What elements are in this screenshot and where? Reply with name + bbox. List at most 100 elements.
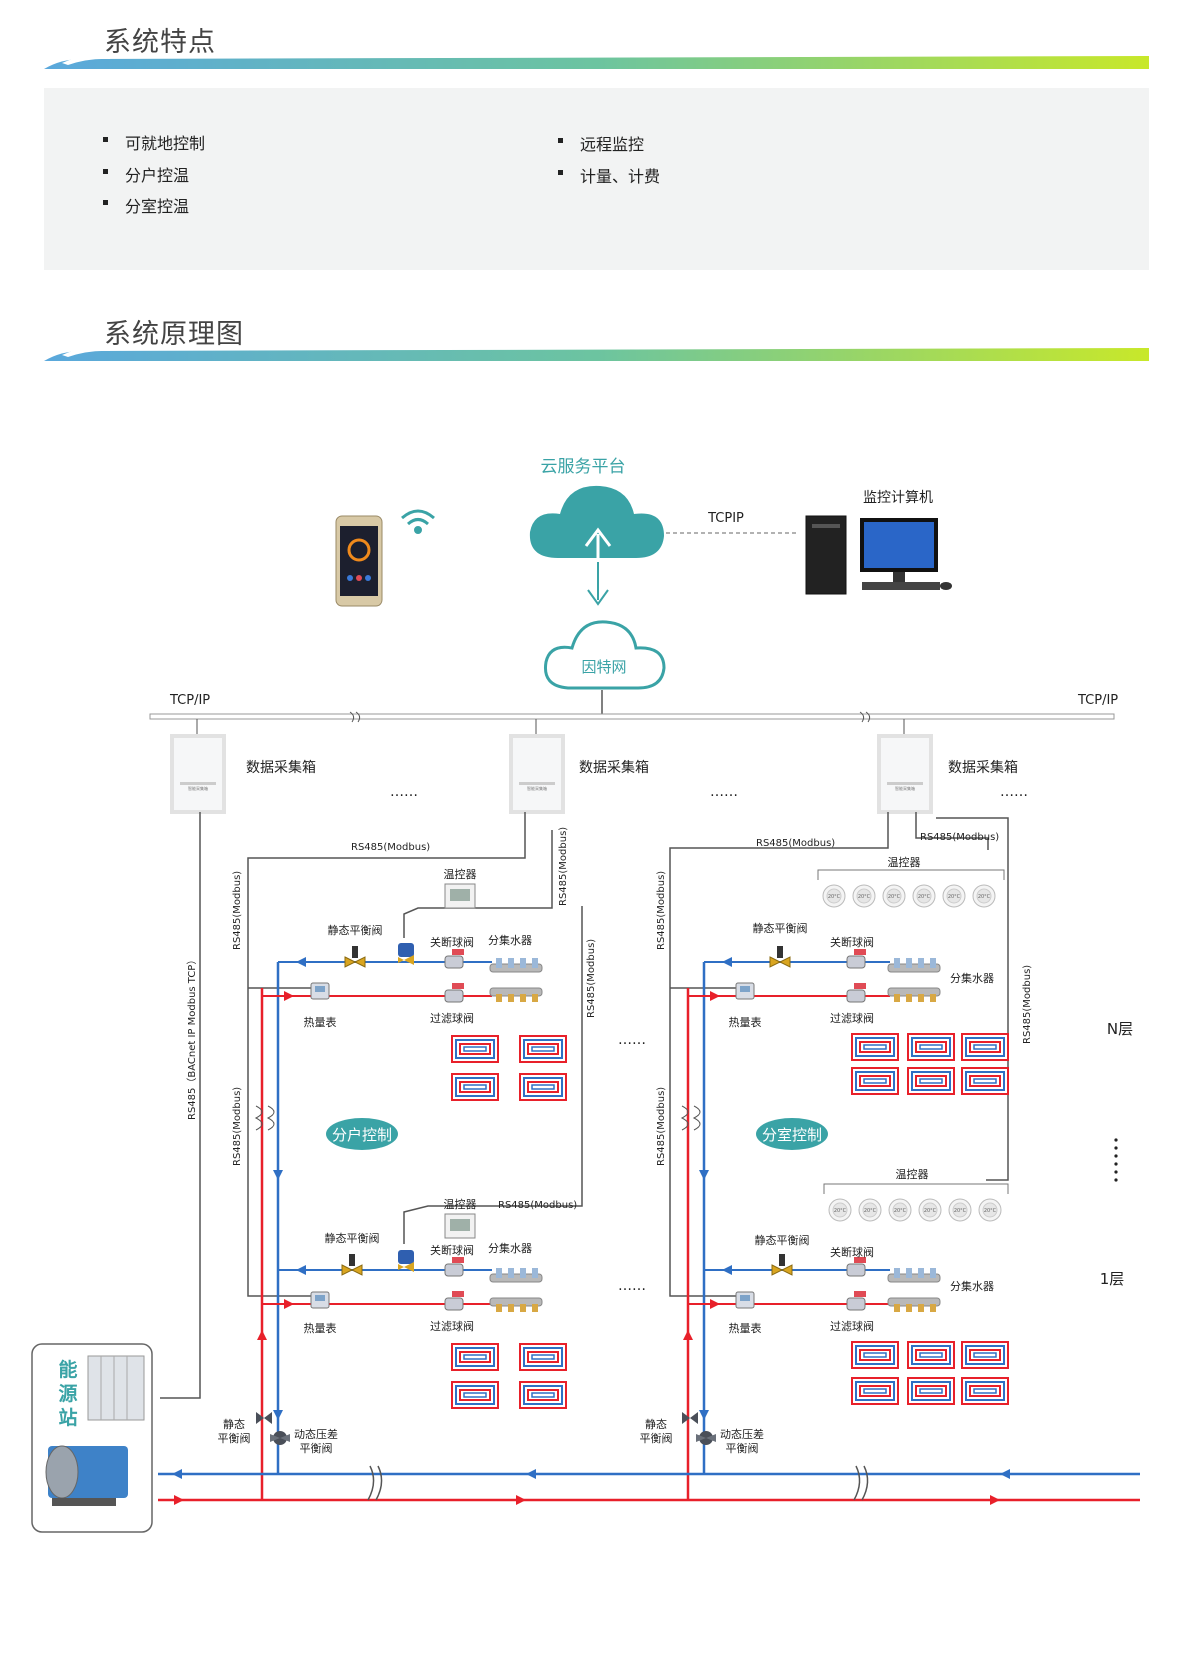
svg-text:20°C: 20°C [834, 1208, 847, 1214]
dynamic-dp-valve-icon [696, 1431, 716, 1445]
feature-item: 分室控温 [102, 193, 189, 217]
static-balance-valve-icon [344, 945, 366, 968]
features-title: 系统特点 [104, 27, 216, 58]
shutoff-valve-icon [846, 948, 867, 969]
features-panel: 可就地控制 分户控温 分室控温 远程监控 计量、计费 [44, 88, 1149, 270]
heat-meter-icon [735, 1291, 755, 1309]
thermostat-row [828, 1198, 1002, 1222]
heat-meter-label: 热量表 [729, 1321, 762, 1335]
thermostat-label: 温控器 [444, 1197, 477, 1211]
floor-heating-coil-icon [851, 1341, 1009, 1405]
floor-heating-coil-icon [451, 1035, 567, 1101]
svg-text:20°C: 20°C [984, 1208, 997, 1214]
floor-heating-coil-icon [851, 1033, 1009, 1095]
svg-text:20°C: 20°C [888, 894, 901, 900]
heat-meter-label: 热量表 [304, 1015, 337, 1029]
tcpip-label: TCPIP [707, 511, 744, 526]
features-header: 系统特点 [44, 20, 1149, 69]
static-balance-label: 静态平衡阀 [755, 1233, 810, 1247]
electric-valve-icon [398, 1250, 414, 1272]
static-valve-label: 静态 [223, 1417, 245, 1431]
filter-valve-label: 过滤球阀 [430, 1011, 474, 1025]
dynamic-valve-label: 动态压差 [294, 1427, 338, 1441]
dynamic-valve-label: 平衡阀 [726, 1441, 759, 1455]
ellipsis: …… [618, 1032, 646, 1048]
data-box-icon: 智能采集箱 [509, 734, 565, 814]
ellipsis: …… [618, 1278, 646, 1294]
n-floor-label: N层 [1107, 1020, 1133, 1038]
rs485-label: RS485(Modbus) [498, 1200, 577, 1211]
shutoff-valve-icon [444, 948, 465, 969]
thermostat-label: 温控器 [888, 855, 921, 869]
rs485-label: RS485(Modbus) [656, 1087, 667, 1166]
energy-station-char: 站 [58, 1406, 77, 1429]
static-balance-valve-icon [341, 1253, 363, 1276]
heat-meter-icon [310, 982, 330, 1000]
thermostat-label: 温控器 [896, 1167, 929, 1181]
feature-item: 可就地控制 [102, 130, 205, 154]
shutoff-valve-label: 关断球阀 [830, 935, 874, 949]
household-control-badge [326, 1118, 398, 1150]
cloud-icon [529, 485, 664, 560]
static-balance-valve-icon [682, 1412, 698, 1424]
manifold-label: 分集水器 [488, 933, 532, 947]
rs485-label: RS485(Modbus) [1022, 965, 1033, 1044]
data-box-label: 数据采集箱 [246, 759, 316, 776]
heat-meter-label: 热量表 [729, 1015, 762, 1029]
manifold-icon [887, 1267, 941, 1313]
filter-valve-icon [444, 982, 465, 1003]
feature-item: 分户控温 [102, 162, 189, 186]
heat-meter-label: 热量表 [304, 1321, 337, 1335]
dynamic-valve-label: 平衡阀 [300, 1441, 333, 1455]
data-box-label: 数据采集箱 [948, 759, 1018, 776]
svg-text:20°C: 20°C [864, 1208, 877, 1214]
manifold-icon [489, 1267, 543, 1313]
rs485-label: RS485(Modbus) [656, 871, 667, 950]
manifold-icon [489, 957, 543, 1003]
ellipsis: …… [390, 784, 418, 800]
filter-valve-label: 过滤球阀 [830, 1319, 874, 1333]
static-valve-label: 平衡阀 [640, 1431, 673, 1445]
feature-item: 远程监控 [557, 131, 644, 155]
data-box-icon: 智能采集箱 [170, 734, 226, 814]
vertical-dots [1114, 1138, 1118, 1182]
svg-text:20°C: 20°C [924, 1208, 937, 1214]
filter-valve-icon [846, 982, 867, 1003]
manifold-label: 分集水器 [950, 1279, 994, 1293]
thermostat-row [822, 884, 996, 908]
svg-text:智能采集箱: 智能采集箱 [895, 785, 915, 791]
diagram-title: 系统原理图 [104, 319, 244, 350]
rs485-label: RS485(Modbus) [232, 1087, 243, 1166]
wifi-icon [401, 509, 435, 534]
rs485-label: RS485(Modbus) [586, 939, 597, 1018]
filter-valve-label: 过滤球阀 [830, 1011, 874, 1025]
filter-valve-icon [846, 1290, 867, 1311]
cloud-platform-label: 云服务平台 [541, 457, 626, 477]
room-control-badge [756, 1118, 828, 1150]
svg-text:智能采集箱: 智能采集箱 [527, 785, 547, 791]
tcpip-right-label: TCP/IP [1077, 693, 1118, 708]
manifold-label: 分集水器 [488, 1241, 532, 1255]
thermostat-icon [444, 883, 476, 909]
data-box-icon: 智能采集箱 [877, 734, 933, 814]
header-bar [44, 55, 1149, 69]
household-control-label: 分户控制 [332, 1126, 392, 1144]
rs485-label: RS485(Modbus) [558, 827, 569, 906]
energy-station-panel [31, 1343, 153, 1533]
manifold-icon [887, 957, 941, 1003]
internet-label: 因特网 [581, 658, 626, 676]
svg-text:20°C: 20°C [828, 894, 841, 900]
thermostat-icon [444, 1213, 476, 1239]
header-bar [44, 347, 1149, 361]
static-valve-label: 平衡阀 [218, 1431, 251, 1445]
internet-cloud-icon [543, 620, 666, 690]
smartphone-icon [335, 515, 383, 607]
shutoff-valve-label: 关断球阀 [430, 935, 474, 949]
heat-meter-icon [310, 1291, 330, 1309]
shutoff-valve-icon [444, 1256, 465, 1277]
floor-heating-coil-icon [451, 1343, 567, 1409]
electric-valve-icon [398, 943, 414, 965]
shutoff-valve-icon [846, 1256, 867, 1277]
first-floor-label: 1层 [1100, 1270, 1125, 1288]
tcpip-left-label: TCP/IP [169, 693, 210, 708]
